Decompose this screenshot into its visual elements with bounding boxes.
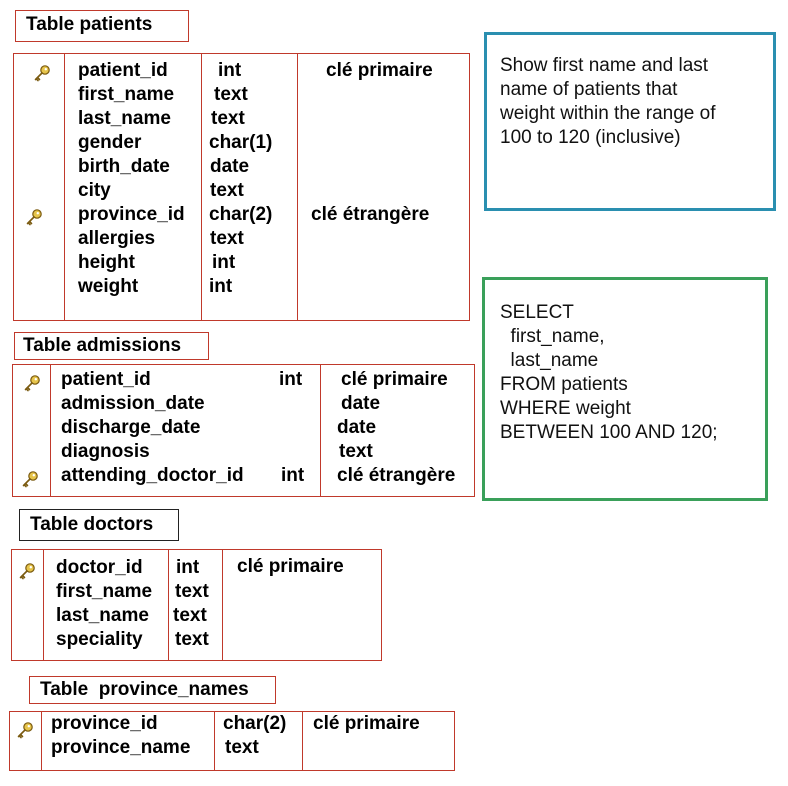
sql-line: SELECT [500, 302, 574, 323]
question-line: 100 to 120 (inclusive) [500, 127, 681, 148]
column-type: int [218, 60, 242, 81]
column-name: gender [78, 132, 142, 153]
sql-answer-box: SELECT first_name, last_name FROM patien… [482, 277, 768, 501]
column-divider [43, 550, 44, 660]
doctors-table-title: Table doctors [19, 509, 179, 541]
column-type: char(1) [209, 132, 273, 153]
column-name: height [78, 252, 135, 273]
column-type: text [214, 84, 248, 105]
column-divider [41, 712, 42, 770]
column-type: date [210, 156, 250, 177]
column-divider [214, 712, 215, 770]
column-name: province_name [51, 737, 191, 758]
column-type: int [212, 252, 236, 273]
column-type: text [211, 108, 245, 129]
column-name: attending_doctor_id [61, 465, 244, 486]
column-divider [168, 550, 169, 660]
column-name: patient_id [78, 60, 168, 81]
column-type: char(2) [223, 713, 287, 734]
column-type: int [176, 557, 200, 578]
patients-table-title: Table patients [15, 10, 189, 42]
question-line: Show first name and last [500, 55, 709, 76]
column-type: char(2) [209, 204, 273, 225]
column-name: discharge_date [61, 417, 201, 438]
column-name: doctor_id [56, 557, 143, 578]
sql-line: first_name, [500, 326, 605, 347]
column-name: province_id [51, 713, 158, 734]
doctors-table: doctor_id first_name last_name specialit… [11, 549, 382, 661]
column-constraint: clé étrangère [337, 465, 456, 486]
column-divider [201, 54, 202, 320]
column-divider [320, 365, 321, 496]
column-name: first_name [56, 581, 153, 602]
column-name: last_name [78, 108, 171, 129]
sql-line: last_name [500, 350, 599, 371]
key-icon [25, 208, 43, 226]
question-line: name of patients that [500, 79, 678, 100]
column-constraint: date [341, 393, 381, 414]
column-name: last_name [56, 605, 149, 626]
column-constraint: clé primaire [237, 556, 344, 577]
column-name: admission_date [61, 393, 205, 414]
column-type: text [175, 581, 209, 602]
column-type: int [209, 276, 233, 297]
admissions-table: patient_id admission_date discharge_date… [12, 364, 475, 497]
province-names-table-title: Table province_names [29, 676, 276, 704]
column-type: text [210, 180, 244, 201]
key-icon [16, 721, 34, 739]
column-name: birth_date [78, 156, 170, 177]
column-divider [222, 550, 223, 660]
key-icon [33, 64, 51, 82]
column-divider [64, 54, 65, 320]
admissions-table-title: Table admissions [14, 332, 209, 360]
column-name: weight [78, 276, 139, 297]
key-icon [23, 374, 41, 392]
patients-table: patient_id first_name last_name gender b… [13, 53, 470, 321]
column-divider [50, 365, 51, 496]
sql-line: WHERE weight [500, 398, 631, 419]
column-divider [302, 712, 303, 770]
column-name: patient_id [61, 369, 151, 390]
column-name: province_id [78, 204, 185, 225]
column-name: diagnosis [61, 441, 150, 462]
column-constraint: date [337, 417, 377, 438]
column-name: first_name [78, 84, 175, 105]
column-type: text [225, 737, 259, 758]
column-type: text [210, 228, 244, 249]
column-type: text [175, 629, 209, 650]
sql-line: FROM patients [500, 374, 628, 395]
column-name: speciality [56, 629, 143, 650]
column-constraint: text [339, 441, 373, 462]
key-icon [21, 470, 39, 488]
province-names-table: province_id province_name char(2) text c… [9, 711, 455, 771]
column-type: int [281, 465, 305, 486]
question-box: Show first name and last name of patient… [484, 32, 776, 211]
column-type: int [279, 369, 303, 390]
column-name: city [78, 180, 111, 201]
question-line: weight within the range of [500, 103, 716, 124]
column-constraint: clé primaire [313, 713, 420, 734]
sql-line: BETWEEN 100 AND 120; [500, 422, 718, 443]
column-type: text [173, 605, 207, 626]
column-constraint: clé étrangère [311, 204, 430, 225]
key-icon [18, 562, 36, 580]
column-name: allergies [78, 228, 156, 249]
column-divider [297, 54, 298, 320]
column-constraint: clé primaire [326, 60, 433, 81]
column-constraint: clé primaire [341, 369, 448, 390]
